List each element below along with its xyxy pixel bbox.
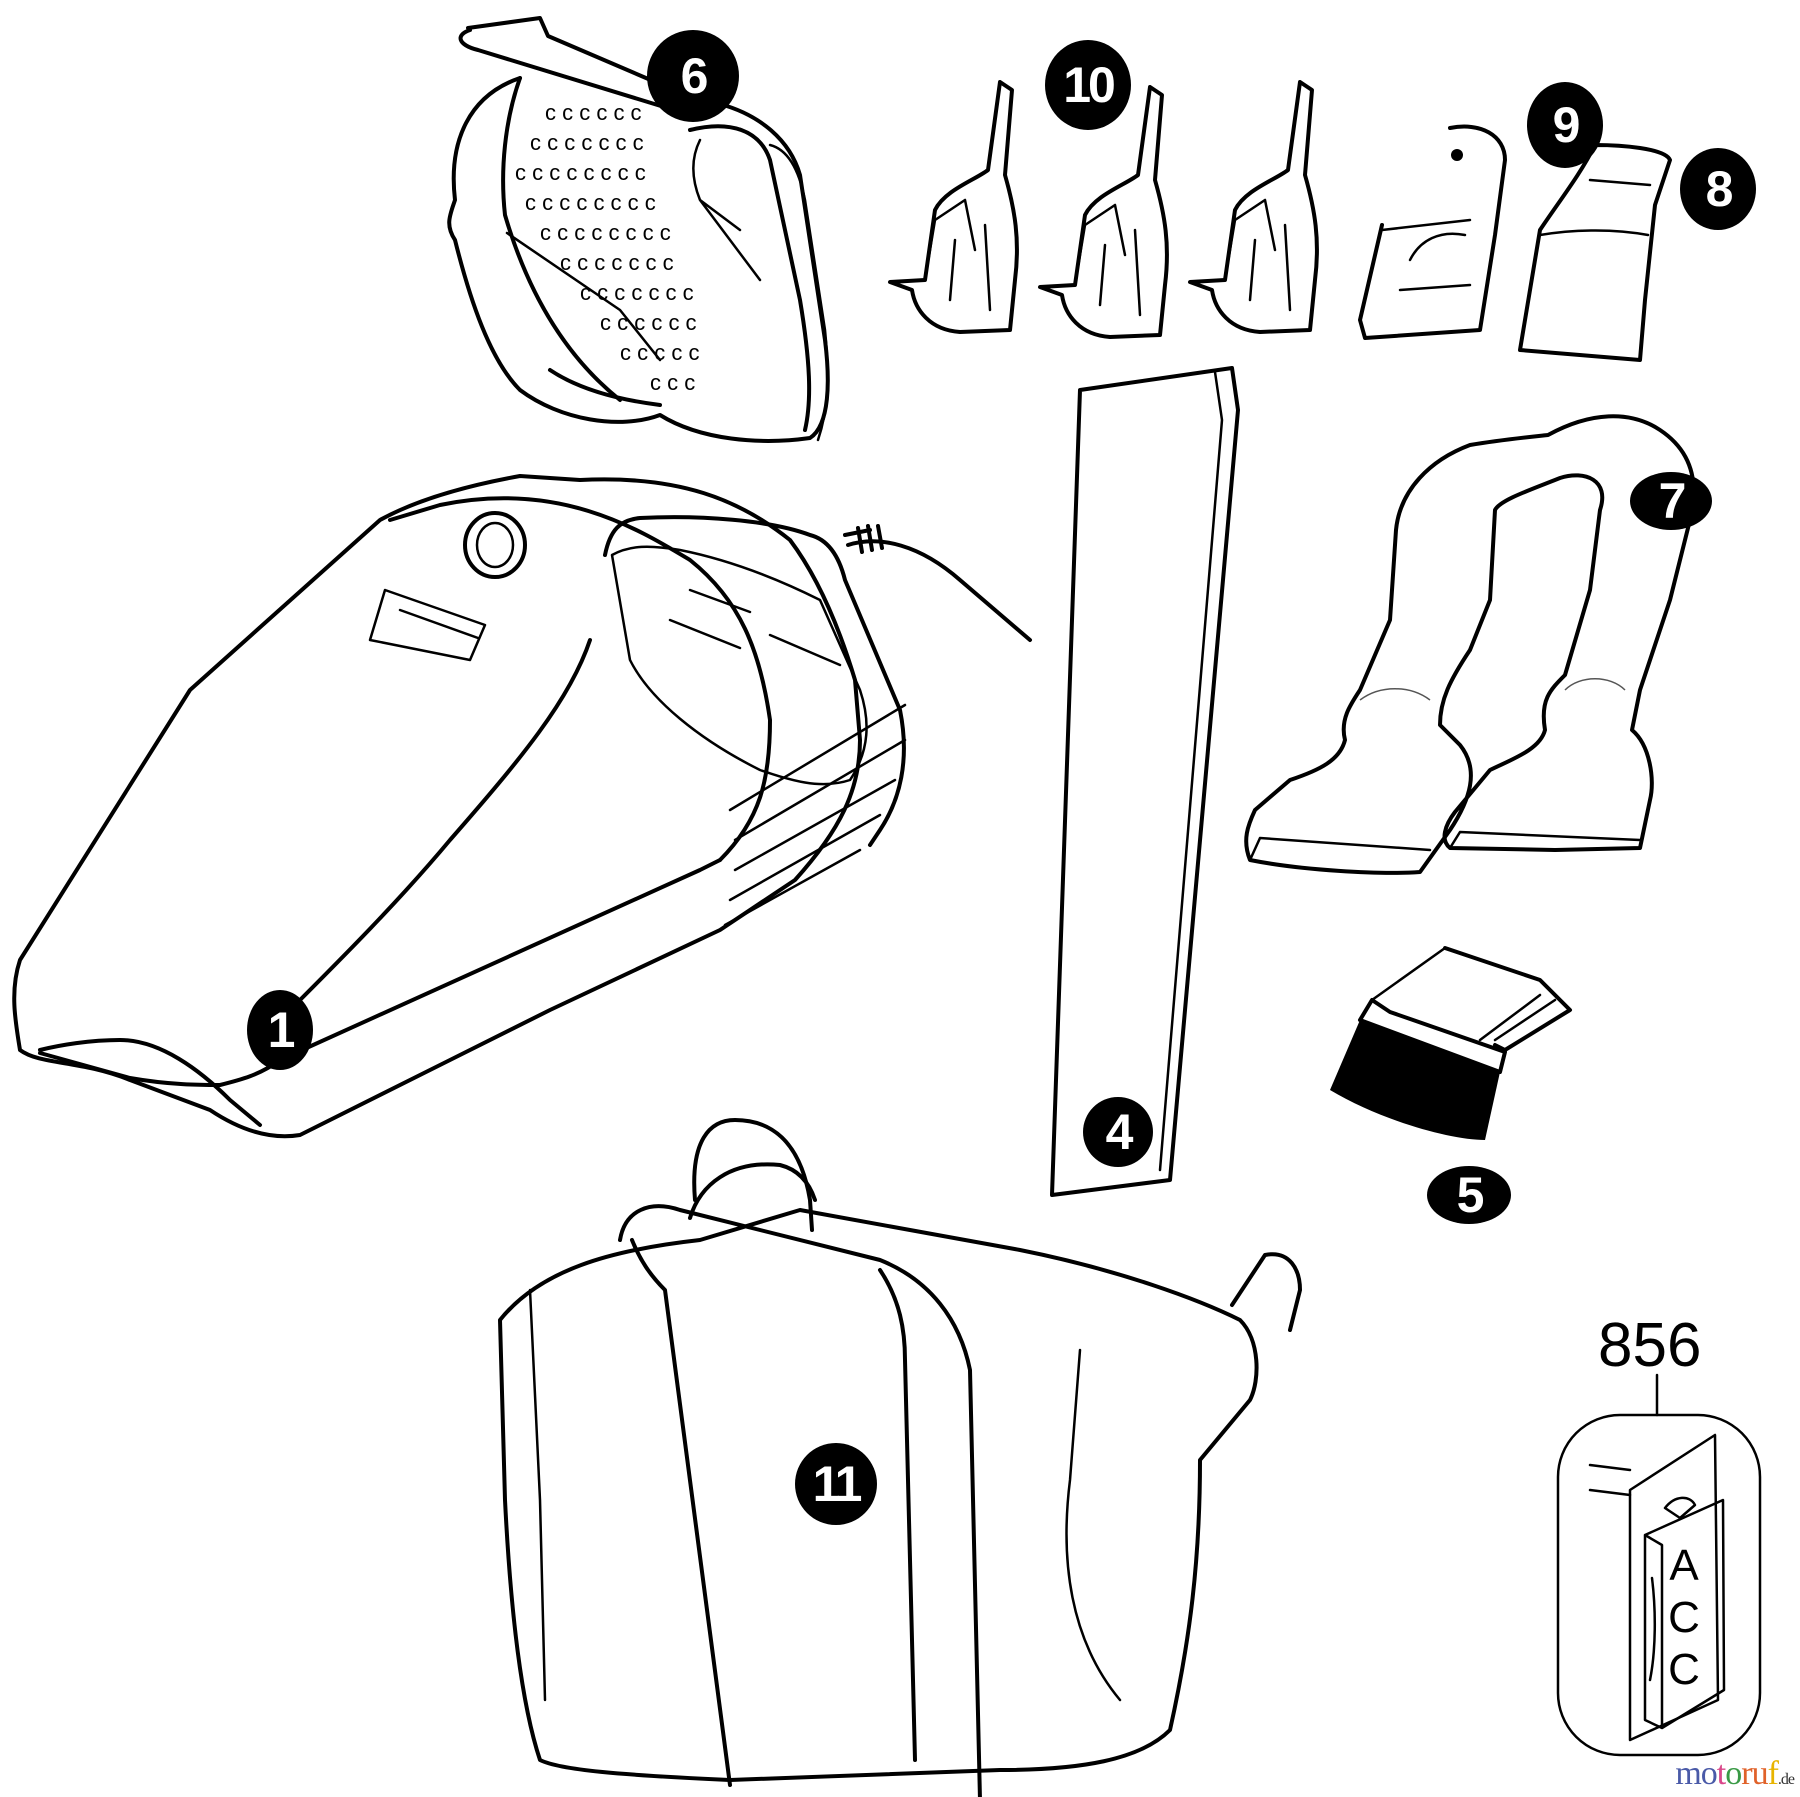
watermark-letter: r	[1741, 1755, 1752, 1792]
callout-1: 1	[247, 990, 313, 1070]
callout-6: 6	[647, 30, 739, 122]
svg-text:c c c c c c c c: c c c c c c c c	[540, 220, 671, 245]
watermark-logo: motoruf.de	[1675, 1755, 1795, 1793]
extension-hose-illustration	[1244, 414, 1696, 875]
watermark-letter: o	[1725, 1755, 1742, 1792]
svg-text:c c c c c c: c c c c c c	[600, 310, 697, 335]
tag-letter: C	[1668, 1593, 1700, 1642]
watermark-suffix: .de	[1777, 1771, 1795, 1788]
watermark-letter: o	[1700, 1755, 1718, 1792]
inflator-adapters-illustration	[888, 80, 1319, 339]
tag-letters: A C C	[1664, 1540, 1704, 1696]
svg-text:c c c c c c c c: c c c c c c c c	[515, 160, 646, 185]
watermark-letter: u	[1751, 1755, 1769, 1792]
tag-letter: C	[1668, 1645, 1700, 1694]
svg-text:c c c c c c c c: c c c c c c c c	[525, 190, 656, 215]
svg-text:c c c c c c c: c c c c c c c	[560, 250, 674, 275]
upholstery-nozzle-illustration	[1358, 124, 1507, 340]
callout-10: 10	[1045, 40, 1131, 130]
callout-9: 9	[1527, 82, 1603, 168]
svg-text:c c c c c: c c c c c	[620, 340, 699, 365]
svg-text:c c c c c c c: c c c c c c c	[530, 130, 644, 155]
watermark-letter: m	[1675, 1755, 1701, 1792]
svg-text:c c c c c c c: c c c c c c c	[580, 280, 694, 305]
svg-text:c c c: c c c	[650, 370, 695, 395]
callout-4: 4	[1083, 1097, 1153, 1167]
brush-tool-illustration	[1330, 946, 1572, 1140]
callout-7: 7	[1630, 472, 1712, 530]
wide-nozzle-illustration	[1518, 143, 1672, 362]
reference-number: 856	[1598, 1311, 1702, 1380]
accessory-reference-illustration	[1556, 1373, 1762, 1757]
watermark-letter: t	[1716, 1755, 1727, 1792]
storage-bag-illustration	[498, 1118, 1302, 1797]
callout-8: 8	[1680, 148, 1756, 230]
filter-illustration: c c c c c c c c c c c c c c c c c c c c …	[447, 16, 830, 443]
crevice-tool-illustration	[1050, 366, 1240, 1197]
callout-11: 11	[795, 1443, 877, 1525]
watermark-letter: f	[1767, 1755, 1779, 1792]
callout-5: 5	[1427, 1166, 1511, 1224]
tag-letter: A	[1669, 1541, 1699, 1590]
vacuum-body-illustration	[12, 474, 1032, 1139]
svg-text:c c c c c c: c c c c c c	[545, 100, 642, 125]
